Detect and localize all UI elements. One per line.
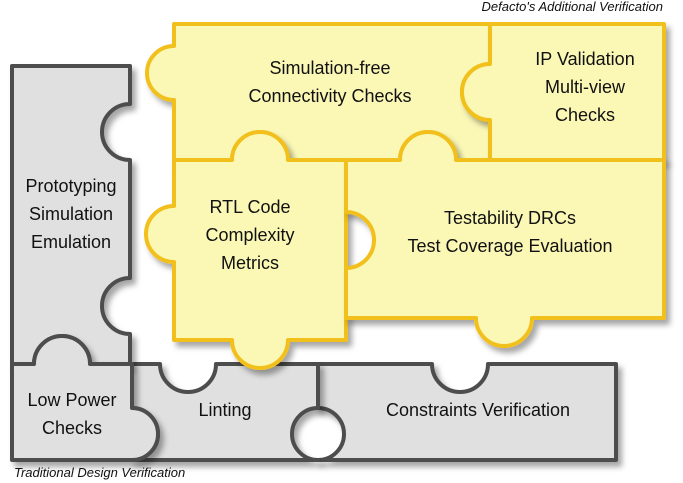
additional-verification-caption: Defacto's Additional Verification [481,0,663,14]
connectivity-label: Simulation-free Connectivity Checks [248,58,412,106]
low-power-label: Low Power Checks [27,390,117,438]
constraints-piece [316,362,618,462]
prototyping-label: Prototyping Simulation Emulation [25,176,117,252]
constraints-label: Constraints Verification [385,400,571,420]
testability-piece [344,130,666,348]
rtl-code-piece [144,130,348,370]
rtl-code-label: RTL Code Complexity Metrics [205,197,295,273]
testability-label: Testability DRCs Test Coverage Evaluatio… [407,208,613,256]
traditional-verification-caption: Traditional Design Verification [14,465,186,480]
ip-validation-label: IP Validation Multi-view Checks [535,49,635,125]
linting-label: Linting [198,400,252,420]
low-power-piece [10,334,160,462]
